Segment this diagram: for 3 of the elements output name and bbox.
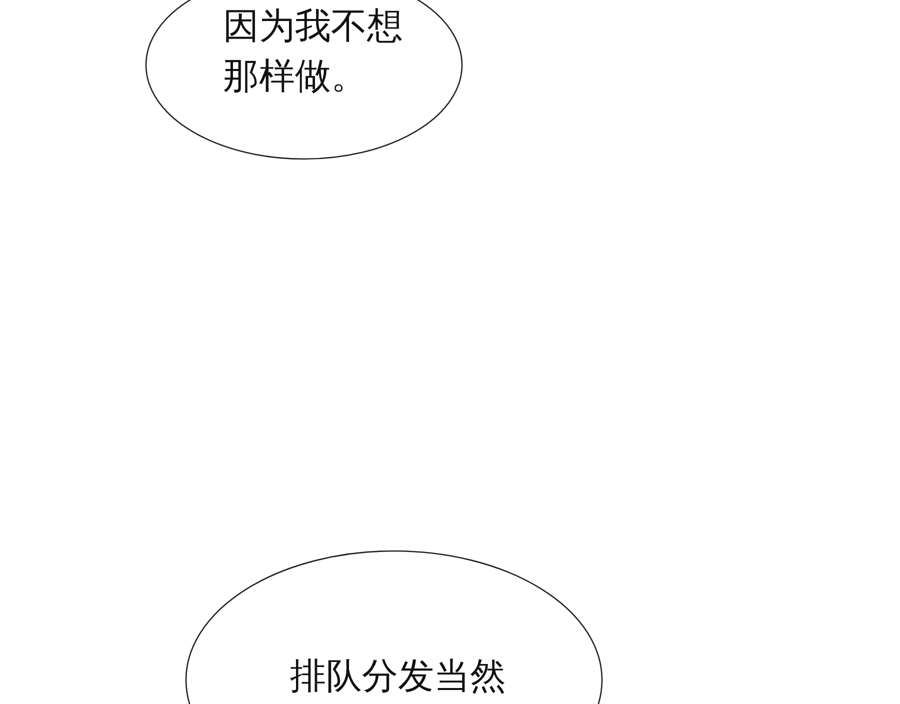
dialogue-text: 排队分发当然 — [290, 655, 507, 699]
speech-bubble — [145, 0, 463, 160]
dialogue-text: 因为我不想那样做。 — [223, 5, 404, 99]
